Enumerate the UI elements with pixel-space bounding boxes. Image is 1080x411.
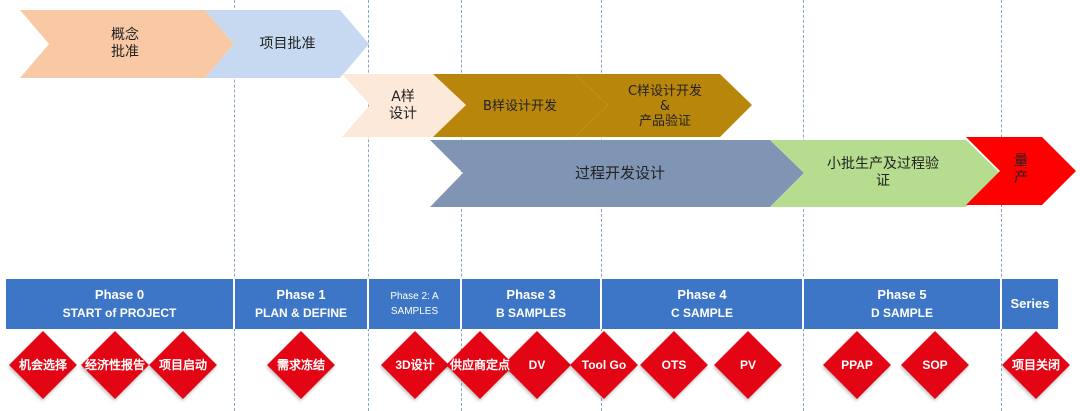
phase-separator [460, 279, 462, 329]
small-batch-text: 小批生产及过程验 证 [827, 156, 939, 189]
mass-production-chevron [966, 137, 1076, 205]
a-sample-label: A样 设计 [372, 76, 434, 136]
c-sample-label: C样设计开发 & 产品验证 [605, 76, 725, 136]
milestone-label: OTS [661, 358, 687, 372]
mass-production-label: 量 产 [1000, 140, 1042, 200]
phase-series-cell: Series [1002, 279, 1058, 329]
phase-name: Phase 0 [94, 287, 145, 302]
small-batch-label: 小批生产及过程验 证 [808, 143, 958, 203]
phase-1-cell: Phase 1 PLAN & DEFINE [235, 279, 367, 329]
milestone-label: PV [739, 358, 756, 372]
small-batch-chevron [770, 140, 1000, 207]
phase-divider-line [1001, 0, 1002, 411]
phase-bar [6, 279, 1058, 329]
project-approval-label: 项目批准 [235, 14, 340, 74]
phase-description: START of PROJECT [62, 306, 177, 320]
phase-4-cell: Phase 4 C SAMPLE [602, 279, 802, 329]
milestone-label: 经济性报告 [84, 358, 145, 372]
milestone-label: Tool Go [581, 358, 627, 372]
phase-separator [367, 279, 369, 329]
phase-description: B SAMPLES [495, 306, 566, 320]
process-dev-text: 过程开发设计 [574, 163, 665, 182]
milestone-label: PPAP [841, 358, 873, 372]
phase-name: Phase 4 [677, 287, 727, 302]
milestone-label: DV [528, 358, 546, 372]
milestone-label: 机会选择 [18, 358, 67, 372]
c-sample-chevron [575, 74, 752, 137]
phase-name: Phase 1 [276, 287, 326, 302]
b-sample-text: B样设计开发 [483, 98, 557, 114]
concept-approval-label: 概念 批准 [80, 14, 170, 74]
phase-separator [802, 279, 804, 329]
c-sample-text: C样设计开发 & 产品验证 [627, 83, 703, 129]
phase-5-cell: Phase 5 D SAMPLE [804, 279, 1000, 329]
phase-separator [233, 279, 235, 329]
phase-description: D SAMPLE [870, 306, 933, 320]
b-sample-chevron [433, 74, 608, 137]
phase-separator [600, 279, 602, 329]
phase-separator [1000, 279, 1002, 329]
phase-divider-line [234, 0, 235, 411]
phase-divider-line [368, 0, 369, 411]
milestone-label: 项目启动 [158, 358, 207, 372]
phase-description: SAMPLES [390, 306, 439, 317]
process-dev-chevron [430, 140, 804, 207]
milestone-label: 项目关闭 [1011, 358, 1060, 372]
project-approval-text: 项目批准 [259, 35, 316, 52]
phase-name: Phase 5 [877, 287, 927, 302]
phase-description: PLAN & DEFINE [254, 306, 347, 320]
milestone-label: 3D设计 [395, 358, 435, 372]
phase-name: Phase 3 [506, 287, 556, 302]
phase-description: C SAMPLE [670, 306, 733, 320]
phase-3-cell: Phase 3 B SAMPLES [462, 279, 600, 329]
milestone-label: SOP [922, 358, 948, 372]
project-approval-chevron [205, 10, 369, 78]
phase-0-cell: Phase 0 START of PROJECT [6, 279, 233, 329]
milestone-label: 需求冻结 [276, 358, 325, 372]
concept-approval-text: 概念 批准 [111, 27, 139, 60]
phase-2-cell: Phase 2: A SAMPLES [369, 279, 460, 329]
milestone-label: 供应商定点 [449, 358, 510, 372]
b-sample-label: B样设计开发 [460, 76, 580, 136]
a-sample-chevron [342, 74, 466, 137]
phase-name: Series [1010, 296, 1050, 311]
concept-approval-chevron [20, 10, 234, 78]
process-dev-label: 过程开发设计 [470, 143, 770, 203]
phase-name: Phase 2: A [390, 291, 439, 302]
a-sample-text: A样 设计 [389, 89, 417, 122]
mass-production-text: 量 产 [1014, 153, 1028, 186]
